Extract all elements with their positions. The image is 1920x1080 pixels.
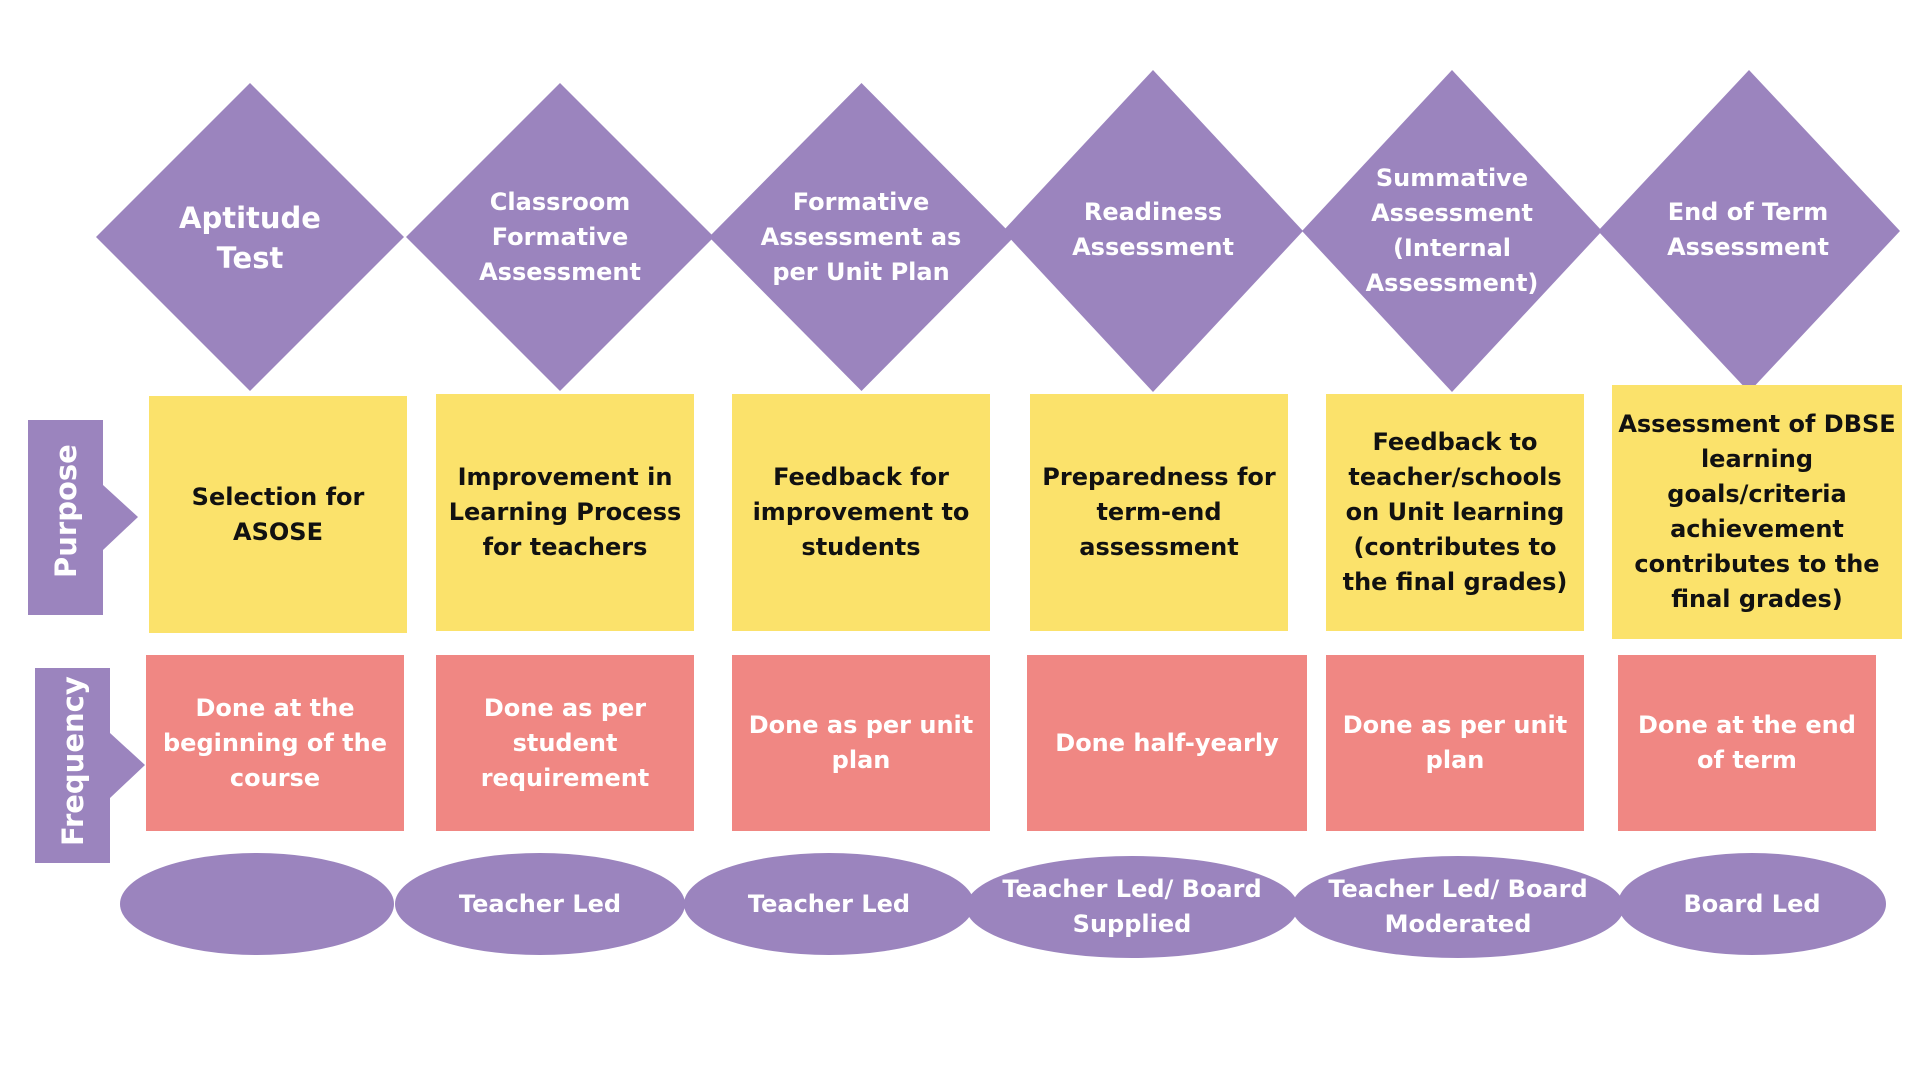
led-by-pill: Board Led [1618,853,1886,955]
purpose-box: Improvement in Learning Process for teac… [436,394,694,631]
frequency-box: Done at the beginning of the course [146,655,404,831]
assessment-title: End of Term Assessment [1667,198,1829,261]
led-by-pill: Teacher Led [395,853,685,955]
purpose-label-tab: Purpose [28,420,138,615]
led-by-pill: Teacher Led [684,853,974,955]
led-by-pill: Teacher Led/ Board Supplied [966,856,1298,958]
assessment-title: Summative Assessment (Internal Assessmen… [1365,163,1539,297]
purpose-box: Assessment of DBSE learning goals/criter… [1612,385,1902,639]
frequency-box: Done as per unit plan [732,655,990,831]
assessment-title: Formative Assessment as per Unit Plan [760,188,962,286]
purpose-box: Feedback for improvement to students [732,394,990,631]
frequency-box: Done as per unit plan [1326,655,1584,831]
led-by-pill [120,853,394,955]
purpose-box: Feedback to teacher/schools on Unit lear… [1326,394,1584,631]
frequency-box: Done as per student requirement [436,655,694,831]
purpose-box: Preparedness for term-end assessment [1030,394,1288,631]
assessment-title: Readiness Assessment [1072,198,1234,261]
assessment-title: Classroom Formative Assessment [479,188,641,286]
frequency-label-tab: Frequency [35,668,145,863]
purpose-label: Purpose [49,444,83,578]
purpose-box: Selection for ASOSE [149,396,407,633]
frequency-box: Done at the end of term [1618,655,1876,831]
assessment-title: Aptitude Test [179,200,321,275]
frequency-label: Frequency [56,676,90,846]
frequency-box: Done half-yearly [1027,655,1307,831]
led-by-pill: Teacher Led/ Board Moderated [1292,856,1624,958]
